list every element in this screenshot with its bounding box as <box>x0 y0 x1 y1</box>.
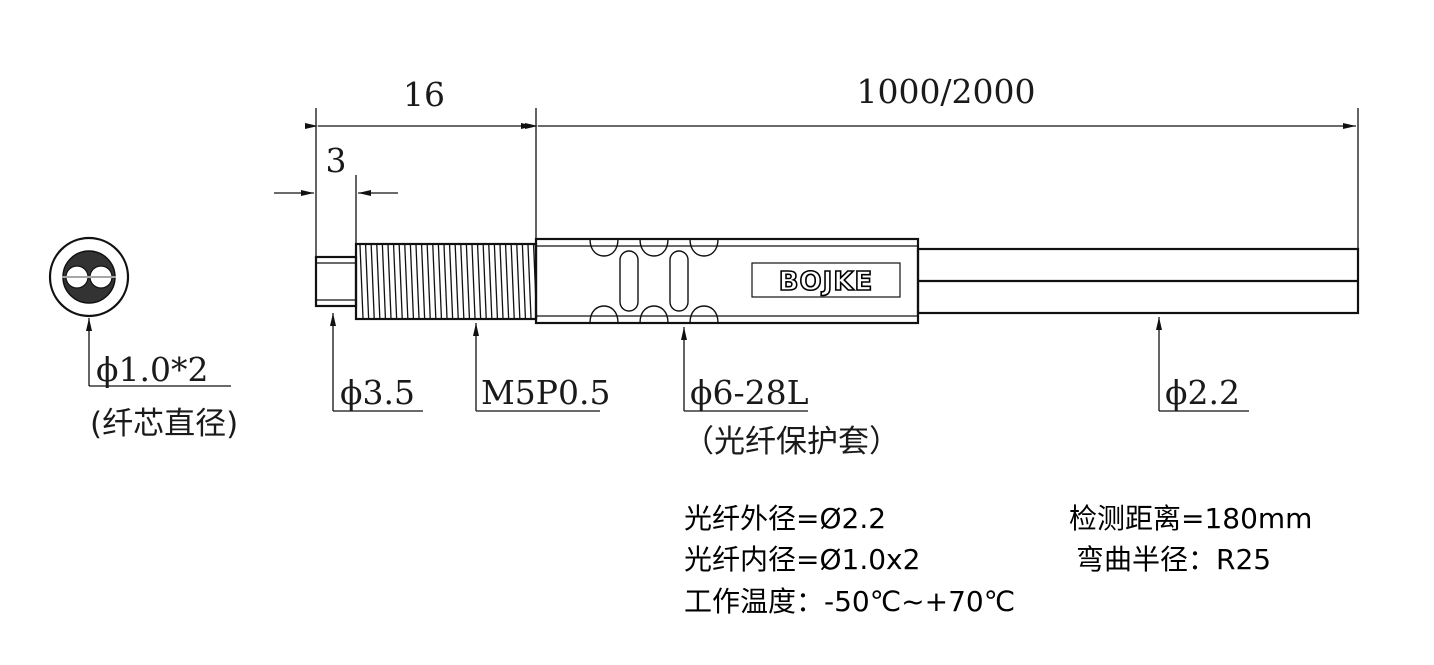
thread-line <box>398 244 403 319</box>
thread-line <box>504 244 510 319</box>
spec-bend-radius: 弯曲半径：R25 <box>1076 543 1271 576</box>
sleeve-notch <box>689 305 719 324</box>
dim-3-label: 3 <box>326 141 347 180</box>
sleeve-spec-label: ϕ6-28L <box>690 373 809 412</box>
cross-section-view <box>48 236 130 318</box>
sleeve-notch <box>639 238 669 257</box>
core-diameter-note: (纤芯直径) <box>90 406 238 442</box>
dimension-lines <box>274 108 1359 256</box>
dim-fiber-length-label: 1000/2000 <box>856 72 1035 111</box>
thread-line <box>527 244 532 319</box>
sleeve-slot <box>619 250 639 312</box>
thread-spec-label: M5P0.5 <box>481 373 610 412</box>
thread-line <box>454 244 459 319</box>
thread-line <box>448 244 454 319</box>
thread-line <box>521 244 527 319</box>
sleeve-notch <box>689 238 719 257</box>
thread-line <box>499 244 504 319</box>
sensor-tip <box>314 255 358 308</box>
sleeve-notch <box>639 305 669 324</box>
spec-temperature: 工作温度：-50℃~+70℃ <box>684 585 1015 618</box>
thread-line <box>516 244 521 319</box>
thread-line <box>364 244 370 319</box>
thread-line <box>465 244 471 319</box>
thread-line <box>476 244 482 319</box>
sleeve-slot <box>669 250 689 312</box>
threaded-section <box>354 242 538 321</box>
thread-line <box>420 244 426 319</box>
thread-line <box>404 244 409 319</box>
spec-detect-distance: 检测距离=180mm <box>1069 502 1312 535</box>
specifications: 光纤外径=Ø2.2 光纤内径=Ø1.0x2 工作温度：-50℃~+70℃ 检测距… <box>684 502 1312 618</box>
thread-line <box>488 244 493 319</box>
sleeve-notch <box>589 238 619 257</box>
thread-line <box>493 244 499 319</box>
spec-inner-diameter: 光纤内径=Ø1.0x2 <box>684 543 920 576</box>
dim-16-label: 16 <box>403 75 445 114</box>
brand-logo: BOJKE <box>779 267 874 297</box>
sleeve-notch <box>589 305 619 324</box>
thread-line <box>460 244 465 319</box>
thread-line <box>392 244 398 319</box>
brand-plate <box>751 262 901 298</box>
thread-line <box>432 244 437 319</box>
thread-line <box>437 244 443 319</box>
thread-line <box>409 244 415 319</box>
sensor-body: BOJKE <box>314 237 1360 325</box>
spec-outer-diameter: 光纤外径=Ø2.2 <box>684 502 886 535</box>
thread-line <box>381 244 387 319</box>
protective-sleeve: BOJKE <box>534 237 920 325</box>
thread-line <box>370 244 375 319</box>
thread-line <box>482 244 487 319</box>
thread-line <box>415 244 420 319</box>
thread-line <box>510 244 515 319</box>
core-diameter-label: ϕ1.0*2 <box>96 350 208 389</box>
tip-diameter-label: ϕ3.5 <box>340 373 415 412</box>
thread-line <box>359 244 364 319</box>
leader-lines <box>86 313 1249 412</box>
thread-line <box>387 244 392 319</box>
thread-line <box>443 244 448 319</box>
thread-line <box>426 244 431 319</box>
fiber-cable <box>916 247 1360 315</box>
fiber-diameter-label: ϕ2.2 <box>1165 373 1240 412</box>
thread-line <box>471 244 476 319</box>
thread-line <box>376 244 381 319</box>
sleeve-note: （光纤保护套） <box>683 424 900 460</box>
